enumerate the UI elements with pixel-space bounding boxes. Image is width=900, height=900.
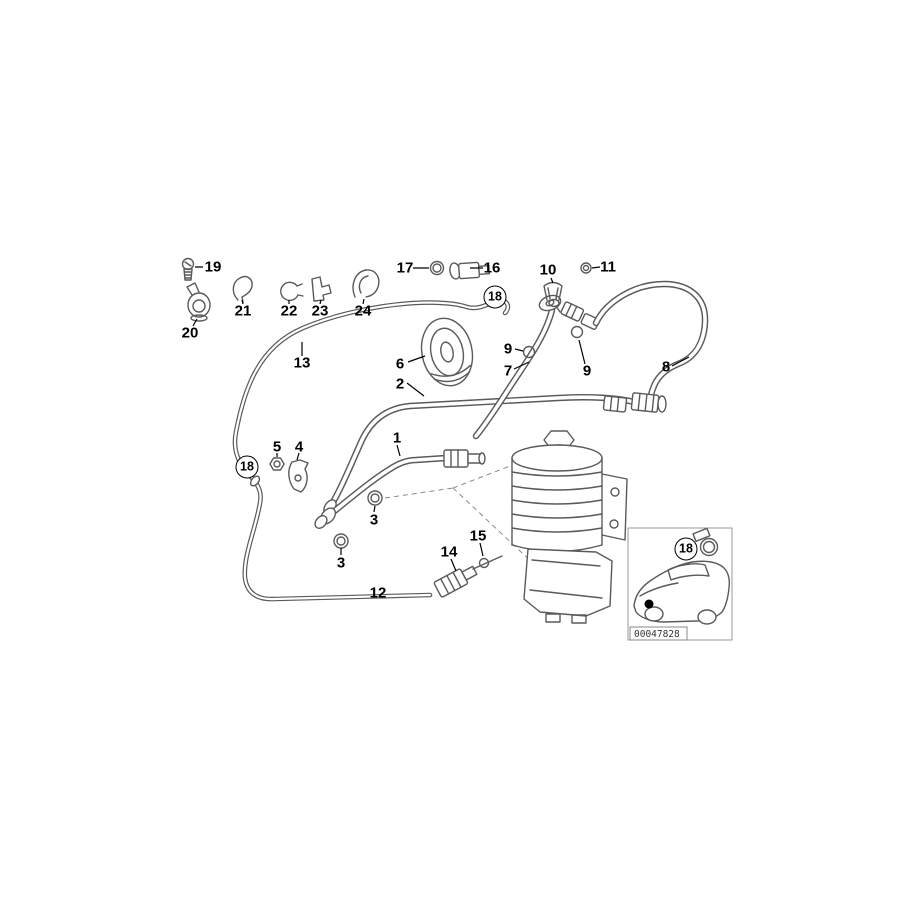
callout-7[interactable]: 7 (503, 362, 513, 380)
part-3-oring-a (367, 490, 383, 506)
part-5-nut (269, 457, 285, 471)
part-9-oring-b (570, 325, 584, 339)
part-14-fitting (433, 555, 503, 598)
part-location-dot (644, 599, 654, 609)
hose-7-pressure-hose (472, 306, 556, 440)
leader-lines (192, 266, 690, 572)
callout-1[interactable]: 1 (392, 429, 402, 447)
callout-17[interactable]: 17 (396, 259, 414, 277)
part-21-clip (232, 275, 253, 303)
part-11-ring (580, 262, 592, 274)
callout-20[interactable]: 20 (181, 324, 199, 342)
part-15-oring (478, 557, 490, 569)
coupling-hoses-2-8 (602, 392, 667, 413)
callout-14[interactable]: 14 (440, 543, 458, 561)
callout-6[interactable]: 6 (395, 355, 405, 373)
callout-4[interactable]: 4 (294, 438, 304, 456)
callout-8[interactable]: 8 (661, 358, 671, 376)
callout-13[interactable]: 13 (293, 354, 311, 372)
part-24-clip (352, 269, 380, 298)
circled-callout-18[interactable]: 18 (235, 455, 259, 479)
callout-21[interactable]: 21 (234, 302, 252, 320)
clamp-18-icon (692, 527, 719, 557)
circled-callout-18[interactable]: 18 (674, 537, 698, 561)
part-20-clamp (186, 282, 211, 322)
callout-3[interactable]: 3 (369, 511, 379, 529)
part-9-oring-a (522, 345, 536, 359)
fluid-reservoir (511, 430, 628, 624)
drawing-id-box: 00047828 (629, 626, 688, 641)
callout-23[interactable]: 23 (311, 302, 329, 320)
dashed-guides (384, 465, 537, 567)
callout-2[interactable]: 2 (395, 375, 405, 393)
part-17-oring (429, 260, 445, 276)
hose-1-fitting (443, 449, 486, 468)
callout-12[interactable]: 12 (369, 584, 387, 602)
callout-15[interactable]: 15 (469, 527, 487, 545)
callout-10[interactable]: 10 (539, 261, 557, 279)
hose-1-elbow-hose (314, 454, 450, 529)
inset-box: 00047828 (627, 527, 733, 641)
callout-3[interactable]: 3 (336, 554, 346, 572)
callout-9[interactable]: 9 (582, 362, 592, 380)
part-23-bracket (311, 276, 332, 302)
car-silhouette (633, 560, 731, 625)
part-22-clamp (280, 281, 304, 302)
part-19-screw (181, 257, 195, 281)
callout-11[interactable]: 11 (600, 258, 616, 276)
hose-12-pipe (242, 475, 433, 602)
callout-5[interactable]: 5 (272, 438, 282, 456)
hose-8-return-hose (592, 280, 709, 407)
callout-22[interactable]: 22 (280, 302, 298, 320)
callout-16[interactable]: 16 (483, 259, 501, 277)
callout-19[interactable]: 19 (204, 258, 222, 276)
part-4-bracket (288, 459, 309, 493)
pulley (420, 317, 474, 387)
drawing-id: 00047828 (634, 629, 680, 640)
circled-callout-18[interactable]: 18 (483, 285, 507, 309)
part-16-fitting (449, 261, 490, 280)
callout-9[interactable]: 9 (503, 340, 513, 358)
callout-24[interactable]: 24 (354, 302, 372, 320)
